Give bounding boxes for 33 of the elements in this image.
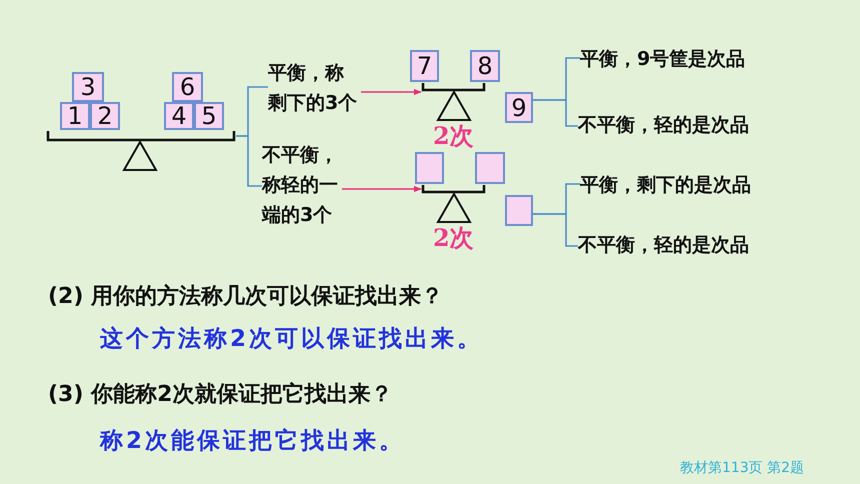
numbered-basket-box: 4 [164, 102, 194, 130]
bracket-line [533, 99, 578, 127]
arrow [361, 88, 422, 96]
answer-text: 称2次能保证把它找出来。 [100, 427, 406, 456]
outcome-text: 不平衡，称轻的一端的3个 [262, 140, 342, 234]
question-text: (2) 用你的方法称几次可以保证找出来？ [48, 282, 444, 311]
bracket-line [533, 213, 578, 247]
outcome-text: 不平衡，轻的是次品 [578, 230, 818, 260]
outcome-text: 平衡，称剩下的3个 [268, 58, 361, 122]
bracket-line [236, 135, 262, 187]
numbered-basket-box: 2 [90, 102, 120, 130]
weighing-count-text: 2次 [433, 122, 474, 150]
balance-scale-drawing [46, 131, 236, 171]
page-reference-text: 教材第113页 第2题 [680, 459, 804, 478]
numbered-basket-box: 1 [60, 102, 90, 130]
outcome-text: 平衡，剩下的是次品 [580, 170, 820, 200]
outcome-text: 不平衡，轻的是次品 [578, 110, 818, 140]
empty-basket-box [475, 152, 505, 184]
balance-scale-drawing [421, 83, 487, 121]
empty-basket-box [505, 195, 533, 226]
numbered-basket-box: 9 [505, 92, 533, 123]
answer-text: 这个方法称2次可以保证找出来。 [100, 325, 484, 354]
numbered-basket-box: 8 [470, 50, 500, 82]
empty-basket-box [415, 152, 444, 184]
balance-scale-drawing [421, 185, 487, 223]
question-text: (3) 你能称2次就保证把它找出来？ [48, 380, 392, 409]
numbered-basket-box: 3 [72, 72, 104, 102]
arrow [342, 186, 422, 192]
numbered-basket-box: 5 [194, 102, 224, 130]
weighing-count-text: 2次 [433, 224, 474, 252]
outcome-text: 平衡，9号筐是次品 [580, 44, 810, 74]
numbered-basket-box: 6 [172, 72, 203, 102]
numbered-basket-box: 7 [410, 50, 439, 82]
